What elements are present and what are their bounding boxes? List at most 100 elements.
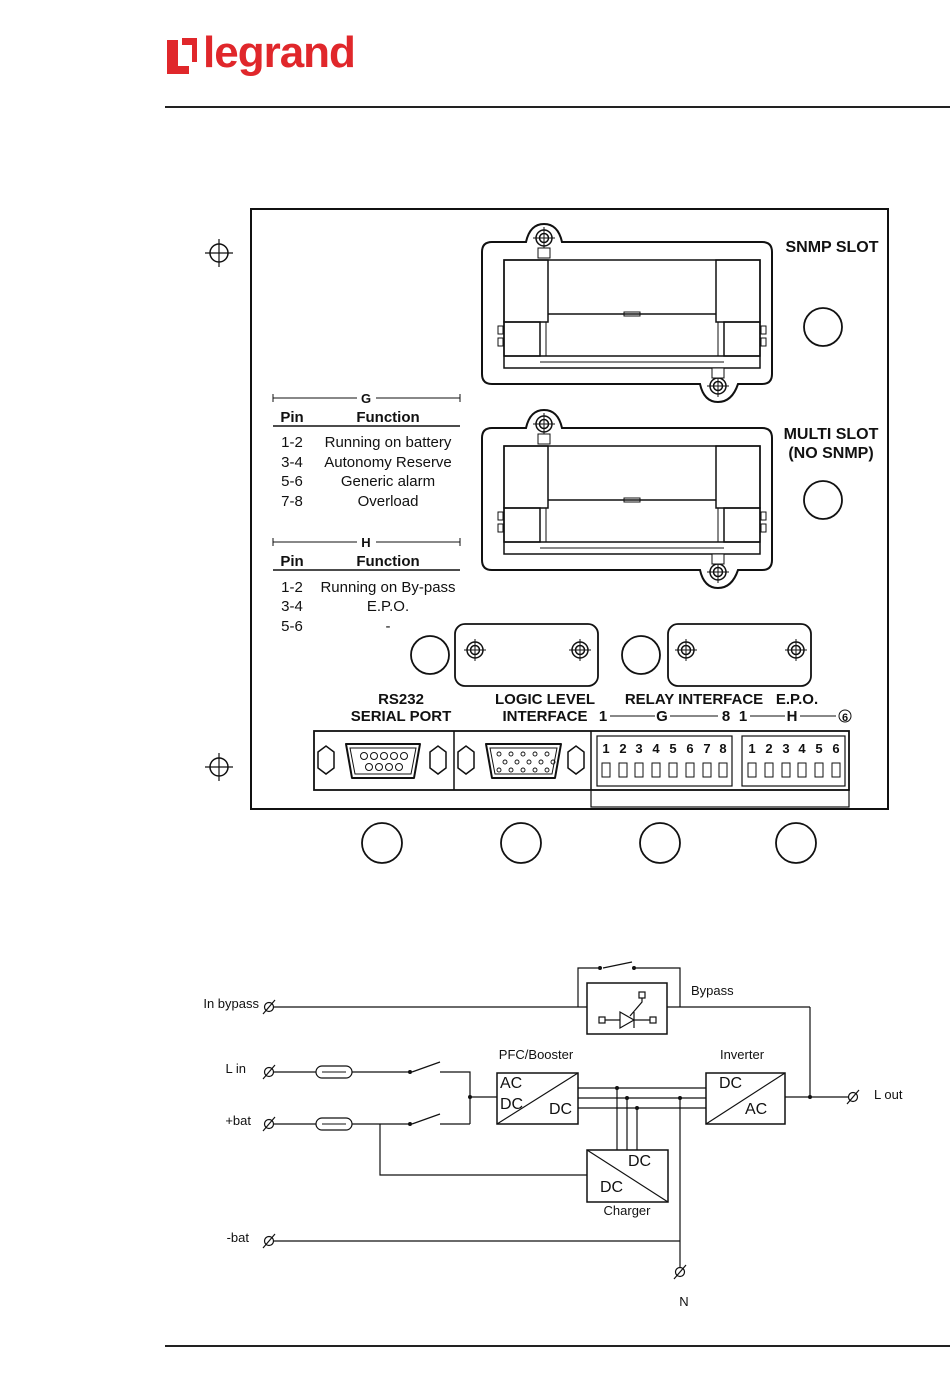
l-out-label: L out — [874, 1087, 903, 1102]
led-hole — [410, 635, 450, 675]
fuse-icon — [315, 1117, 353, 1131]
ups-block-schematic: In bypass L in +bat -bat Bypass PFC/Boos… — [203, 961, 903, 1309]
pfc-booster-label: PFC/Booster — [499, 1047, 574, 1062]
table-h-title: H — [361, 535, 370, 550]
terminal-icon — [262, 1233, 276, 1249]
plus-bat-label: +bat — [225, 1113, 251, 1128]
panel-frame — [250, 208, 889, 810]
rs232-port-icon — [317, 743, 447, 779]
neutral-label: N — [679, 1294, 688, 1309]
table-g-row-pin: 5-6 — [281, 473, 303, 490]
epo-pin-number: 5 — [815, 741, 822, 756]
epo-pin-number: 3 — [782, 741, 789, 756]
fuse-icon — [315, 1065, 353, 1079]
table-g-row-function: Generic alarm — [341, 473, 435, 490]
pfc-dc-out-label: DC — [549, 1101, 572, 1118]
connector-strip — [313, 730, 850, 791]
blank-plate — [667, 623, 812, 687]
table-g-row-pin: 3-4 — [281, 454, 303, 471]
bottom-divider — [165, 1345, 950, 1347]
epo-group-label: H — [787, 708, 798, 725]
minus-bat-label: -bat — [227, 1230, 250, 1245]
registration-mark-icon — [204, 752, 234, 782]
terminal-icon — [846, 1089, 860, 1105]
table-h-col-function: Function — [356, 553, 419, 570]
epo-end-pin: 6 — [842, 712, 848, 724]
multi-slot-bezel — [482, 410, 772, 588]
table-h-row-pin: 5-6 — [281, 618, 303, 635]
terminal-icon — [262, 1116, 276, 1132]
relay-pin-number: 7 — [703, 741, 710, 756]
relay-group-label: G — [656, 708, 668, 725]
terminal-icon — [262, 1064, 276, 1080]
brand-wordmark: legrand — [203, 28, 356, 77]
relay-pin-number: 2 — [619, 741, 626, 756]
relay-pin-number: 3 — [635, 741, 642, 756]
relay-pin-number: 8 — [719, 741, 726, 756]
relay-terminal-block — [596, 735, 733, 787]
snmp-slot-bezel — [482, 224, 772, 402]
table-g-row-function: Overload — [358, 493, 419, 510]
snmp-led-hole — [803, 307, 843, 347]
charger-label: Charger — [604, 1203, 652, 1218]
logic-level-label: LOGIC LEVEL — [495, 691, 595, 708]
table-g-row-function: Autonomy Reserve — [324, 454, 452, 471]
rs232-sublabel: SERIAL PORT — [351, 708, 452, 725]
relay-pin-number: 5 — [669, 741, 676, 756]
terminal-icon — [673, 1264, 687, 1280]
epo-pin-number: 1 — [748, 741, 755, 756]
table-g-col-pin: Pin — [280, 409, 303, 426]
knockout-hole — [500, 822, 542, 864]
epo-label: E.P.O. — [776, 691, 818, 708]
table-g-title: G — [361, 391, 371, 406]
bypass-label: Bypass — [691, 983, 734, 998]
relay-start-pin: 1 — [599, 708, 607, 725]
rear-panel-diagram: SNMP SLOT MULTI SLOT (NO SNMP) G Pin Fun… — [204, 208, 889, 864]
multi-slot-label: MULTI SLOT — [784, 426, 879, 443]
logic-level-port-icon — [457, 743, 585, 779]
epo-start-pin: 1 — [739, 708, 747, 725]
multi-slot-sublabel: (NO SNMP) — [788, 445, 873, 462]
table-h-row-function: - — [386, 618, 391, 635]
table-g-row-pin: 1-2 — [281, 434, 303, 451]
knockout-hole — [361, 822, 403, 864]
relay-pin-number: 4 — [652, 741, 660, 756]
epo-pin-number: 2 — [765, 741, 772, 756]
table-h-row-function: Running on By-pass — [320, 579, 455, 596]
inverter-ac-label: AC — [745, 1101, 767, 1118]
inverter-dc-label: DC — [719, 1075, 742, 1092]
in-bypass-label: In bypass — [203, 996, 259, 1011]
rs232-label: RS232 — [378, 691, 424, 708]
pfc-ac-label: AC — [500, 1075, 522, 1092]
top-divider — [165, 106, 950, 108]
table-h-col-pin: Pin — [280, 553, 303, 570]
table-g-col-function: Function — [356, 409, 419, 426]
multi-led-hole — [803, 480, 843, 520]
logic-level-sublabel: INTERFACE — [502, 708, 587, 725]
bypass-static-switch — [586, 982, 668, 1035]
terminal-icon — [262, 999, 276, 1015]
epo-terminal-block — [741, 735, 846, 787]
table-h-row-function: E.P.O. — [367, 598, 409, 615]
table-g-row-pin: 7-8 — [281, 493, 303, 510]
registration-mark-icon — [204, 238, 234, 268]
relay-interface-label: RELAY INTERFACE — [625, 691, 763, 708]
inverter-label: Inverter — [720, 1047, 765, 1062]
legrand-logo: legrand — [165, 28, 356, 80]
l-in-label: L in — [226, 1061, 246, 1076]
charger-dc-label: DC — [600, 1179, 623, 1196]
relay-pin-number: 6 — [686, 741, 693, 756]
relay-end-pin: 8 — [722, 708, 730, 725]
table-h-row-pin: 1-2 — [281, 579, 303, 596]
knockout-hole — [639, 822, 681, 864]
table-h-row-pin: 3-4 — [281, 598, 303, 615]
blank-plate — [454, 623, 599, 687]
led-hole — [621, 635, 661, 675]
knockout-hole — [775, 822, 817, 864]
epo-pin-number: 4 — [798, 741, 806, 756]
relay-pin-number: 1 — [602, 741, 609, 756]
epo-pin-number: 6 — [832, 741, 839, 756]
pfc-dc-label: DC — [500, 1096, 523, 1113]
table-g-row-function: Running on battery — [325, 434, 452, 451]
charger-dc-label: DC — [628, 1153, 651, 1170]
